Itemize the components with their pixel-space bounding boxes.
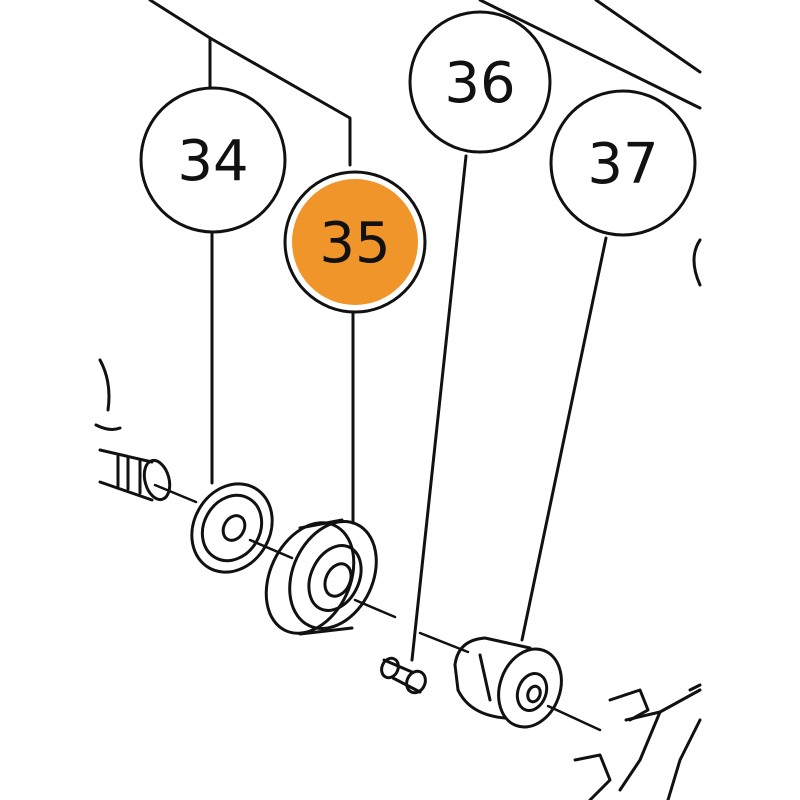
callout-circle	[549, 89, 697, 237]
gear-housing-fragment	[573, 683, 702, 800]
callout-circle	[139, 86, 287, 234]
callout-circle	[408, 10, 552, 154]
frame-lines	[148, 0, 702, 287]
callout-label: 34	[177, 129, 248, 194]
callout-label: 37	[587, 132, 658, 197]
part-35-bearing	[264, 518, 378, 636]
callout-label: 35	[319, 211, 390, 276]
callout-group: 34 35 36 37	[139, 10, 697, 314]
leader-37	[520, 236, 608, 642]
shaft-axis	[153, 483, 602, 732]
callout-35: 35	[283, 170, 427, 314]
motor-shaft-part	[94, 358, 172, 502]
callout-37: 37	[549, 89, 697, 237]
part-36-pin	[380, 656, 427, 695]
callout-label: 36	[444, 51, 515, 116]
leader-lines	[210, 154, 608, 662]
part-37-coupler	[453, 636, 563, 729]
leader-36	[410, 154, 468, 662]
callout-36: 36	[408, 10, 552, 154]
part-34-washer	[190, 482, 274, 574]
callout-34: 34	[139, 86, 287, 234]
callout-highlight-fill	[292, 179, 418, 305]
